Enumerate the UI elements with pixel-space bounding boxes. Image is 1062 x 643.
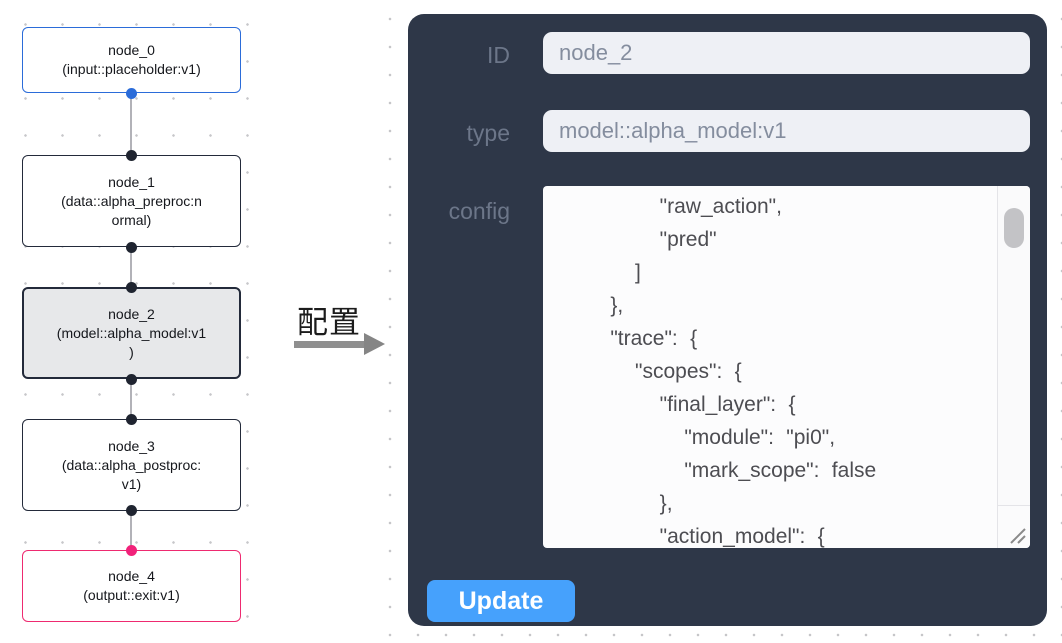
node-label: node_2 (model::alpha_model:v1 ) xyxy=(56,305,207,360)
flow-node-node-1[interactable]: node_1 (data::alpha_preproc:n ormal) xyxy=(22,155,241,247)
config-json-text: "raw_action", "pred" ] }, "trace": { "sc… xyxy=(610,195,877,548)
node-label: node_1 (data::alpha_preproc:n ormal) xyxy=(61,173,202,228)
right-arrow-icon xyxy=(294,341,366,348)
config-scrollbar-thumb[interactable] xyxy=(1004,208,1024,248)
id-field-label: ID xyxy=(487,42,510,68)
flow-node-node-4[interactable]: node_4 (output::exit:v1) xyxy=(22,550,241,622)
node-label: node_3 (data::alpha_postproc: v1) xyxy=(61,437,202,492)
right-arrow-head-icon xyxy=(364,333,385,355)
node-1-source-handle[interactable] xyxy=(125,241,137,253)
config-field-label: config xyxy=(448,198,510,224)
node-1-target-handle[interactable] xyxy=(125,149,137,161)
flow-node-node-2-selected[interactable]: node_2 (model::alpha_model:v1 ) xyxy=(22,287,241,379)
flow-node-node-0[interactable]: node_0 (input::placeholder:v1) xyxy=(22,27,241,93)
id-input[interactable] xyxy=(543,32,1030,74)
update-button[interactable]: Update xyxy=(427,580,575,622)
config-scrollbar[interactable] xyxy=(997,186,1030,505)
config-textarea[interactable]: "raw_action", "pred" ] }, "trace": { "sc… xyxy=(543,186,1030,548)
node-0-source-handle[interactable] xyxy=(125,87,137,99)
node-label: node_0 (input::placeholder:v1) xyxy=(62,42,201,77)
resize-grip-icon xyxy=(1010,528,1026,544)
node-config-panel: ID type config "raw_action", "pred" ] },… xyxy=(408,14,1047,626)
node-label: node_4 (output::exit:v1) xyxy=(83,568,180,603)
node-2-source-handle[interactable] xyxy=(125,373,137,385)
node-2-target-handle[interactable] xyxy=(125,281,137,293)
configure-label: 配置 xyxy=(297,305,361,340)
type-field-label: type xyxy=(466,120,510,146)
type-input[interactable] xyxy=(543,110,1030,152)
config-resize-handle[interactable] xyxy=(997,505,1030,548)
node-4-target-handle[interactable] xyxy=(125,544,137,556)
node-3-target-handle[interactable] xyxy=(125,413,137,425)
node-3-source-handle[interactable] xyxy=(125,504,137,516)
flow-node-node-3[interactable]: node_3 (data::alpha_postproc: v1) xyxy=(22,419,241,511)
